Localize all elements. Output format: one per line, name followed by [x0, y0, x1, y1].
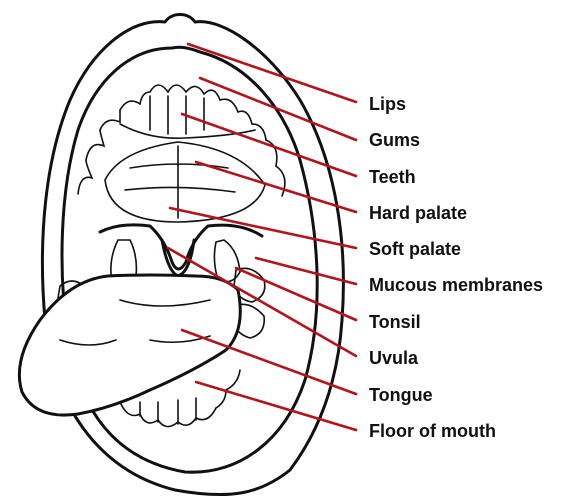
label-tonsil: Tonsil	[369, 312, 421, 332]
label-teeth: Teeth	[369, 167, 416, 187]
label-soft-palate: Soft palate	[369, 239, 461, 259]
leader-mucous-membranes	[256, 258, 356, 284]
leader-lips	[188, 44, 356, 102]
uvula-shape	[162, 240, 194, 276]
tongue-shape	[19, 275, 240, 415]
label-gums: Gums	[369, 130, 420, 150]
leader-tonsil	[236, 268, 356, 320]
label-tongue: Tongue	[369, 385, 433, 405]
label-group: Lips Gums Teeth Hard palate Soft palate …	[369, 94, 543, 441]
leader-gums	[200, 78, 356, 140]
label-lips: Lips	[369, 94, 406, 114]
label-floor-of-mouth: Floor of mouth	[369, 421, 496, 441]
label-mucous-membranes: Mucous membranes	[369, 275, 543, 295]
label-hard-palate: Hard palate	[369, 203, 467, 223]
leader-soft-palate	[170, 208, 356, 248]
label-uvula: Uvula	[369, 348, 419, 368]
